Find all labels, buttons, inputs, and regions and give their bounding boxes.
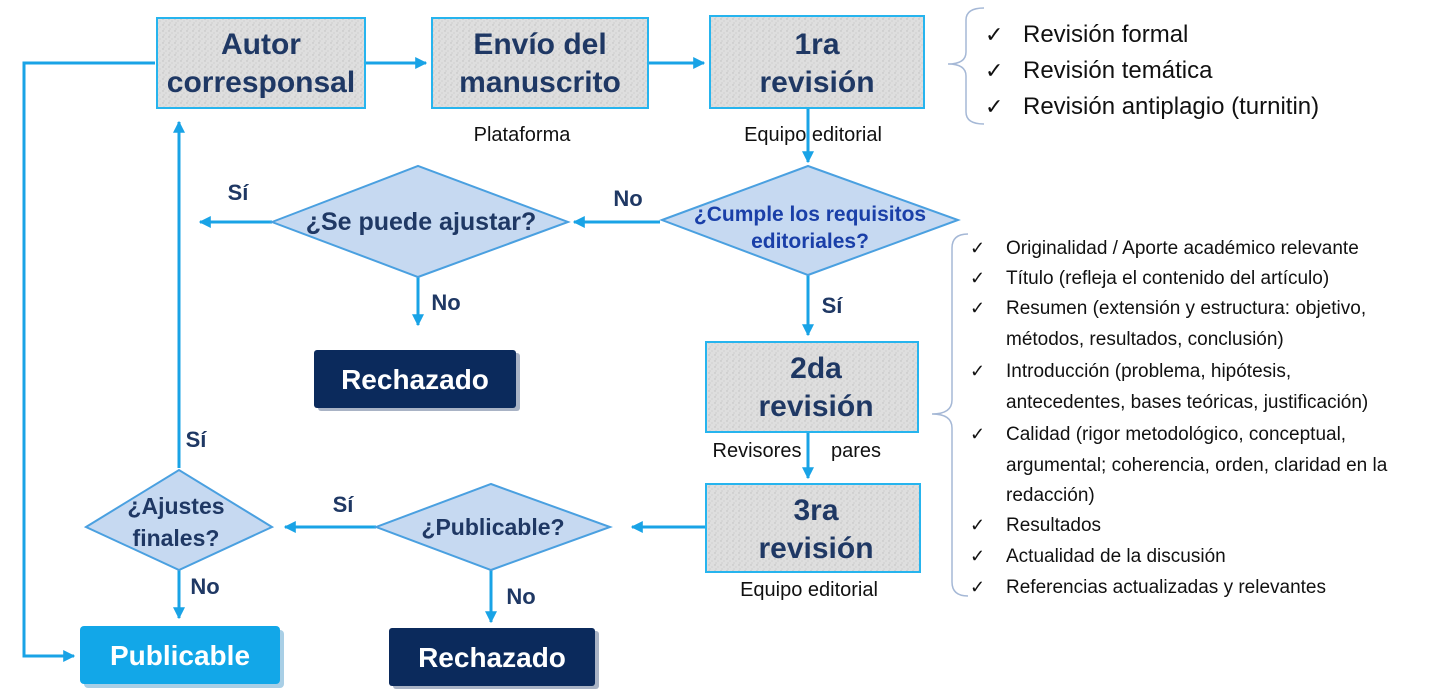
- node-2da-revision: 2da revisión: [705, 341, 919, 433]
- check-mark: ✓: [970, 268, 985, 288]
- terminal-rechazado-2: Rechazado: [389, 628, 599, 689]
- node-rev1-line-1: 1ra: [794, 28, 839, 61]
- decision-ajustes-line-2: finales?: [133, 525, 220, 551]
- node-envio-del-manuscrito: Envío del manuscrito: [431, 17, 649, 109]
- check-mark: ✓: [970, 238, 985, 258]
- decision-cumple-line-1: ¿Cumple los requisitos: [694, 203, 926, 226]
- terminal-rechazado-1-label: Rechazado: [341, 364, 489, 395]
- checklist-second-item: Título (refleja el contenido del artícul…: [1006, 268, 1329, 289]
- decision-publicable-label: ¿Publicable?: [421, 514, 564, 540]
- node-envio-line-2: manuscrito: [459, 66, 621, 99]
- edge-label-si-cumple: Sí: [822, 293, 844, 318]
- decision-cumple-line-2: editoriales?: [751, 230, 869, 253]
- arrow-loop-to-publicable: [22, 61, 155, 662]
- node-rev2-line-2: revisión: [758, 390, 873, 423]
- checklist-second-item: Introducción (problema, hipótesis,: [1006, 361, 1291, 382]
- label-pares: pares: [831, 440, 881, 462]
- label-equipo-editorial-1: Equipo editorial: [744, 124, 882, 146]
- check-mark: ✓: [970, 577, 985, 597]
- check-mark: ✓: [970, 361, 985, 381]
- node-rev3-line-2: revisión: [758, 532, 873, 565]
- checklist-second: ✓ Originalidad / Aporte académico releva…: [970, 238, 1388, 598]
- check-mark: ✓: [985, 22, 1003, 47]
- node-rev2-line-1: 2da: [790, 352, 842, 385]
- node-rev1-line-2: revisión: [759, 66, 874, 99]
- terminal-rechazado-1: Rechazado: [314, 350, 520, 411]
- checklist-first-item: Revisión formal: [1023, 21, 1188, 48]
- node-autor-line-1: Autor: [221, 28, 301, 61]
- terminal-publicable-label: Publicable: [110, 640, 250, 671]
- node-autor-line-2: corresponsal: [167, 66, 355, 99]
- node-envio-line-1: Envío del: [473, 28, 606, 61]
- check-mark: ✓: [970, 515, 985, 535]
- checklist-second-item-cont: métodos, resultados, conclusión): [1006, 329, 1284, 350]
- check-mark: ✓: [970, 298, 985, 318]
- decision-cumple-requisitos: ¿Cumple los requisitos editoriales?: [659, 164, 961, 277]
- checklist-second-item: Originalidad / Aporte académico relevant…: [1006, 238, 1359, 259]
- checklist-second-item-cont: redacción): [1006, 485, 1095, 506]
- checklist-first: ✓ Revisión formal ✓ Revisión temática ✓ …: [985, 21, 1319, 120]
- edge-label-si-publicable: Sí: [333, 492, 355, 517]
- edge-label-si-ajustar: Sí: [228, 180, 250, 205]
- label-revisores: Revisores: [713, 440, 802, 462]
- label-equipo-editorial-2: Equipo editorial: [740, 579, 878, 601]
- decision-publicable: ¿Publicable?: [373, 482, 613, 572]
- checklist-second-item: Resultados: [1006, 515, 1101, 536]
- check-mark: ✓: [985, 58, 1003, 83]
- node-autor-corresponsal: Autor corresponsal: [156, 17, 366, 109]
- checklist-second-item: Actualidad de la discusión: [1006, 546, 1226, 567]
- node-1ra-revision: 1ra revisión: [709, 15, 925, 109]
- label-plataforma: Plataforma: [474, 124, 572, 146]
- decision-ajustes-line-1: ¿Ajustes: [127, 493, 224, 519]
- edge-label-si-ajustes: Sí: [186, 427, 208, 452]
- checklist-second-item-cont: argumental; coherencia, orden, claridad …: [1006, 455, 1388, 476]
- node-3ra-revision: 3ra revisión: [705, 483, 921, 573]
- node-rev3-line-1: 3ra: [793, 494, 838, 527]
- edge-label-no-ajustes: No: [190, 574, 219, 599]
- check-mark: ✓: [985, 94, 1003, 119]
- check-mark: ✓: [970, 424, 985, 444]
- connectors: [22, 57, 814, 662]
- edge-label-no-ajustar: No: [431, 290, 460, 315]
- checklist-first-item: Revisión antiplagio (turnitin): [1023, 93, 1319, 120]
- edge-label-no-publicable: No: [506, 584, 535, 609]
- decision-ajustar-label: ¿Se puede ajustar?: [306, 208, 537, 236]
- edge-label-no-cumple: No: [613, 186, 642, 211]
- check-mark: ✓: [970, 546, 985, 566]
- checklist-second-item: Referencias actualizadas y relevantes: [1006, 577, 1326, 598]
- checklist-second-item: Calidad (rigor metodológico, conceptual,: [1006, 424, 1346, 445]
- checklist-second-item-cont: antecedentes, bases teóricas, justificac…: [1006, 392, 1368, 413]
- brace-first-checklist: [947, 7, 985, 125]
- decision-se-puede-ajustar: ¿Se puede ajustar?: [269, 164, 571, 279]
- terminal-rechazado-2-label: Rechazado: [418, 642, 566, 673]
- checklist-second-item: Resumen (extensión y estructura: objetiv…: [1006, 298, 1366, 319]
- brace-second-checklist: [931, 233, 969, 597]
- checklist-first-item: Revisión temática: [1023, 57, 1213, 84]
- terminal-publicable: Publicable: [80, 626, 284, 688]
- decision-ajustes-finales: ¿Ajustes finales?: [83, 468, 275, 572]
